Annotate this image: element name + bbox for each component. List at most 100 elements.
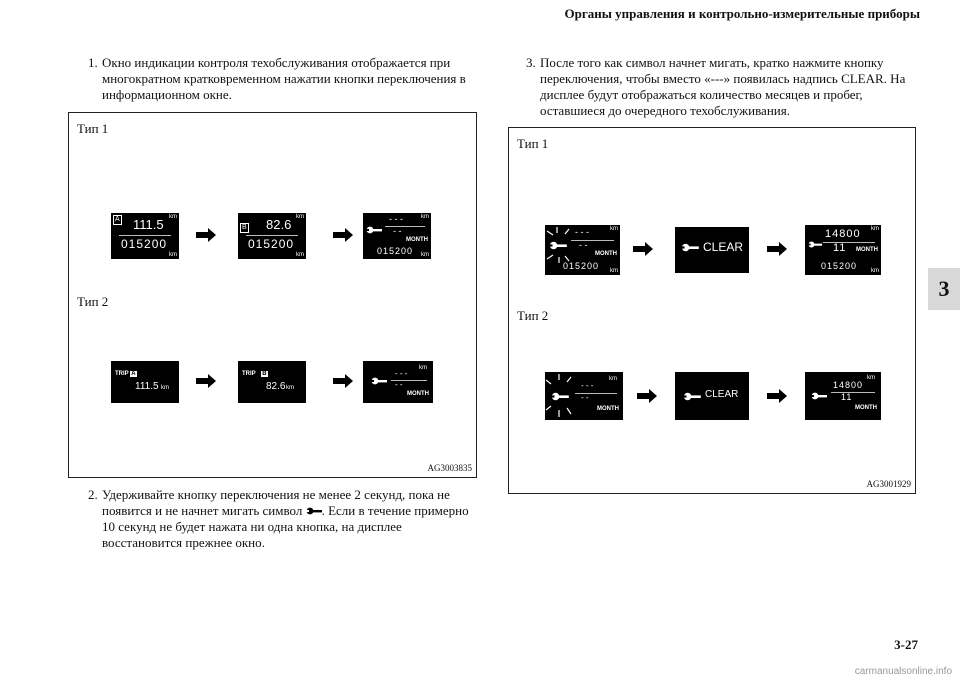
unit-label: km xyxy=(610,226,618,232)
unit-label: km xyxy=(419,365,427,371)
odometer-value: 015200 xyxy=(248,237,295,251)
step-text-before: Удерживайте кнопку переключения не менее… xyxy=(102,487,450,518)
wrench-icon xyxy=(808,241,822,248)
trip-label: TRIP A xyxy=(115,371,137,377)
blink-rays-icon xyxy=(546,227,570,263)
trip-badge: A xyxy=(113,215,122,225)
trip-badge: B xyxy=(240,223,249,233)
arrow-right-icon xyxy=(767,242,787,256)
display-trip-b: B km 82.6 015200 km xyxy=(238,213,306,259)
display-trip-a: A km 111.5 015200 km xyxy=(111,213,179,259)
unit-label: km xyxy=(871,268,879,274)
month-dashes: - - xyxy=(579,240,588,250)
page-header: Органы управления и контрольно-измерител… xyxy=(564,6,920,21)
display-service-blinking: km - - - - - MONTH xyxy=(545,372,623,420)
step-text: Удерживайте кнопку переключения не менее… xyxy=(102,487,480,551)
divider-line xyxy=(823,242,875,243)
display-trip-b: TRIP B 82.6 km xyxy=(238,361,306,403)
wrench-icon xyxy=(811,392,827,400)
service-months-value: 11 xyxy=(841,392,853,402)
watermark: carmanualsonline.info xyxy=(854,666,952,677)
month-label: MONTH xyxy=(406,237,428,243)
unit-label: km xyxy=(609,376,617,382)
month-dashes: - - xyxy=(581,393,589,402)
display-clear: CLEAR xyxy=(675,227,749,273)
trip-text: TRIP xyxy=(115,371,129,377)
trip-badge: B xyxy=(261,371,268,377)
step-text: Окно индикации контроля техобслуживания … xyxy=(102,55,466,102)
wrench-icon xyxy=(366,226,382,234)
km-dashes: - - - xyxy=(581,381,594,390)
unit-label: km xyxy=(161,385,169,391)
chapter-tab: 3 xyxy=(928,268,960,310)
step-text-after: . Если в течение примерно 10 секунд не б… xyxy=(102,503,469,550)
trip-value: 111.5 xyxy=(133,217,164,232)
figure-left: Тип 1 Тип 2 A km 111.5 015200 km B km 82… xyxy=(68,112,477,478)
step-number: 1. xyxy=(88,55,98,70)
arrow-right-icon xyxy=(196,374,216,388)
divider-line xyxy=(385,226,425,227)
divider-line xyxy=(831,392,875,393)
service-km-value: 14800 xyxy=(825,228,861,240)
type-2-label: Тип 2 xyxy=(517,308,549,323)
odometer-value: 015200 xyxy=(563,261,600,271)
display-service: km - - - - - MONTH xyxy=(363,361,433,403)
month-dashes: - - xyxy=(393,226,402,236)
display-service-result: km 14800 11 MONTH xyxy=(805,372,881,420)
arrow-right-icon xyxy=(196,228,216,242)
arrow-right-icon xyxy=(333,374,353,388)
clear-label: CLEAR xyxy=(705,389,739,400)
step-number: 3. xyxy=(526,55,536,70)
figure-right: Тип 1 Тип 2 km - - - - - MONTH 015200 km… xyxy=(508,127,916,494)
step-text: После того как символ начнет мигать, кра… xyxy=(540,55,906,118)
month-label: MONTH xyxy=(597,406,619,412)
divider-line xyxy=(391,380,427,381)
unit-label: km xyxy=(286,385,294,391)
type-1-label: Тип 1 xyxy=(77,121,109,136)
wrench-icon xyxy=(549,241,567,250)
odometer-value: 015200 xyxy=(121,237,168,251)
unit-label: km xyxy=(421,214,429,220)
type-2-label: Тип 2 xyxy=(77,294,109,309)
unit-label: km xyxy=(867,375,875,381)
display-service-blinking: km - - - - - MONTH 015200 km xyxy=(545,225,620,275)
service-km-value: 14800 xyxy=(833,380,864,390)
km-dashes: - - - xyxy=(389,214,403,224)
divider-line xyxy=(119,235,171,236)
unit-label: km xyxy=(871,226,879,232)
month-label: MONTH xyxy=(856,247,878,253)
trip-value: 111.5 xyxy=(135,381,159,392)
clear-label: CLEAR xyxy=(703,240,744,254)
arrow-right-icon xyxy=(333,228,353,242)
trip-value: 82.6 xyxy=(266,217,292,232)
unit-label: km xyxy=(296,252,304,258)
divider-line xyxy=(575,393,617,394)
odometer-value: 015200 xyxy=(821,261,858,271)
unit-label: km xyxy=(421,252,429,258)
divider-line xyxy=(246,235,298,236)
trip-label: TRIP B xyxy=(242,371,268,377)
page-number: 3-27 xyxy=(894,637,918,652)
service-months-value: 11 xyxy=(833,242,847,254)
trip-value: 82.6 xyxy=(266,381,286,392)
month-label: MONTH xyxy=(407,391,429,397)
wrench-icon xyxy=(683,392,701,401)
trip-text: TRIP xyxy=(242,371,256,377)
month-dashes: - - xyxy=(395,380,403,389)
divider-line xyxy=(571,240,614,241)
wrench-icon xyxy=(305,507,322,515)
unit-label: km xyxy=(296,214,304,220)
km-dashes: - - - xyxy=(395,369,408,378)
arrow-right-icon xyxy=(637,389,657,403)
type-1-label: Тип 1 xyxy=(517,136,549,151)
step-2: 2. Удерживайте кнопку переключения не ме… xyxy=(88,487,480,551)
step-3: 3. После того как символ начнет мигать, … xyxy=(526,55,916,119)
trip-badge: A xyxy=(130,371,137,377)
blink-rays-icon xyxy=(545,374,572,417)
wrench-icon xyxy=(371,377,387,385)
km-dashes: - - - xyxy=(575,227,589,237)
display-service-result: km 14800 11 MONTH 015200 km xyxy=(805,225,881,275)
arrow-right-icon xyxy=(633,242,653,256)
unit-label: km xyxy=(169,252,177,258)
display-clear: CLEAR xyxy=(675,372,749,420)
